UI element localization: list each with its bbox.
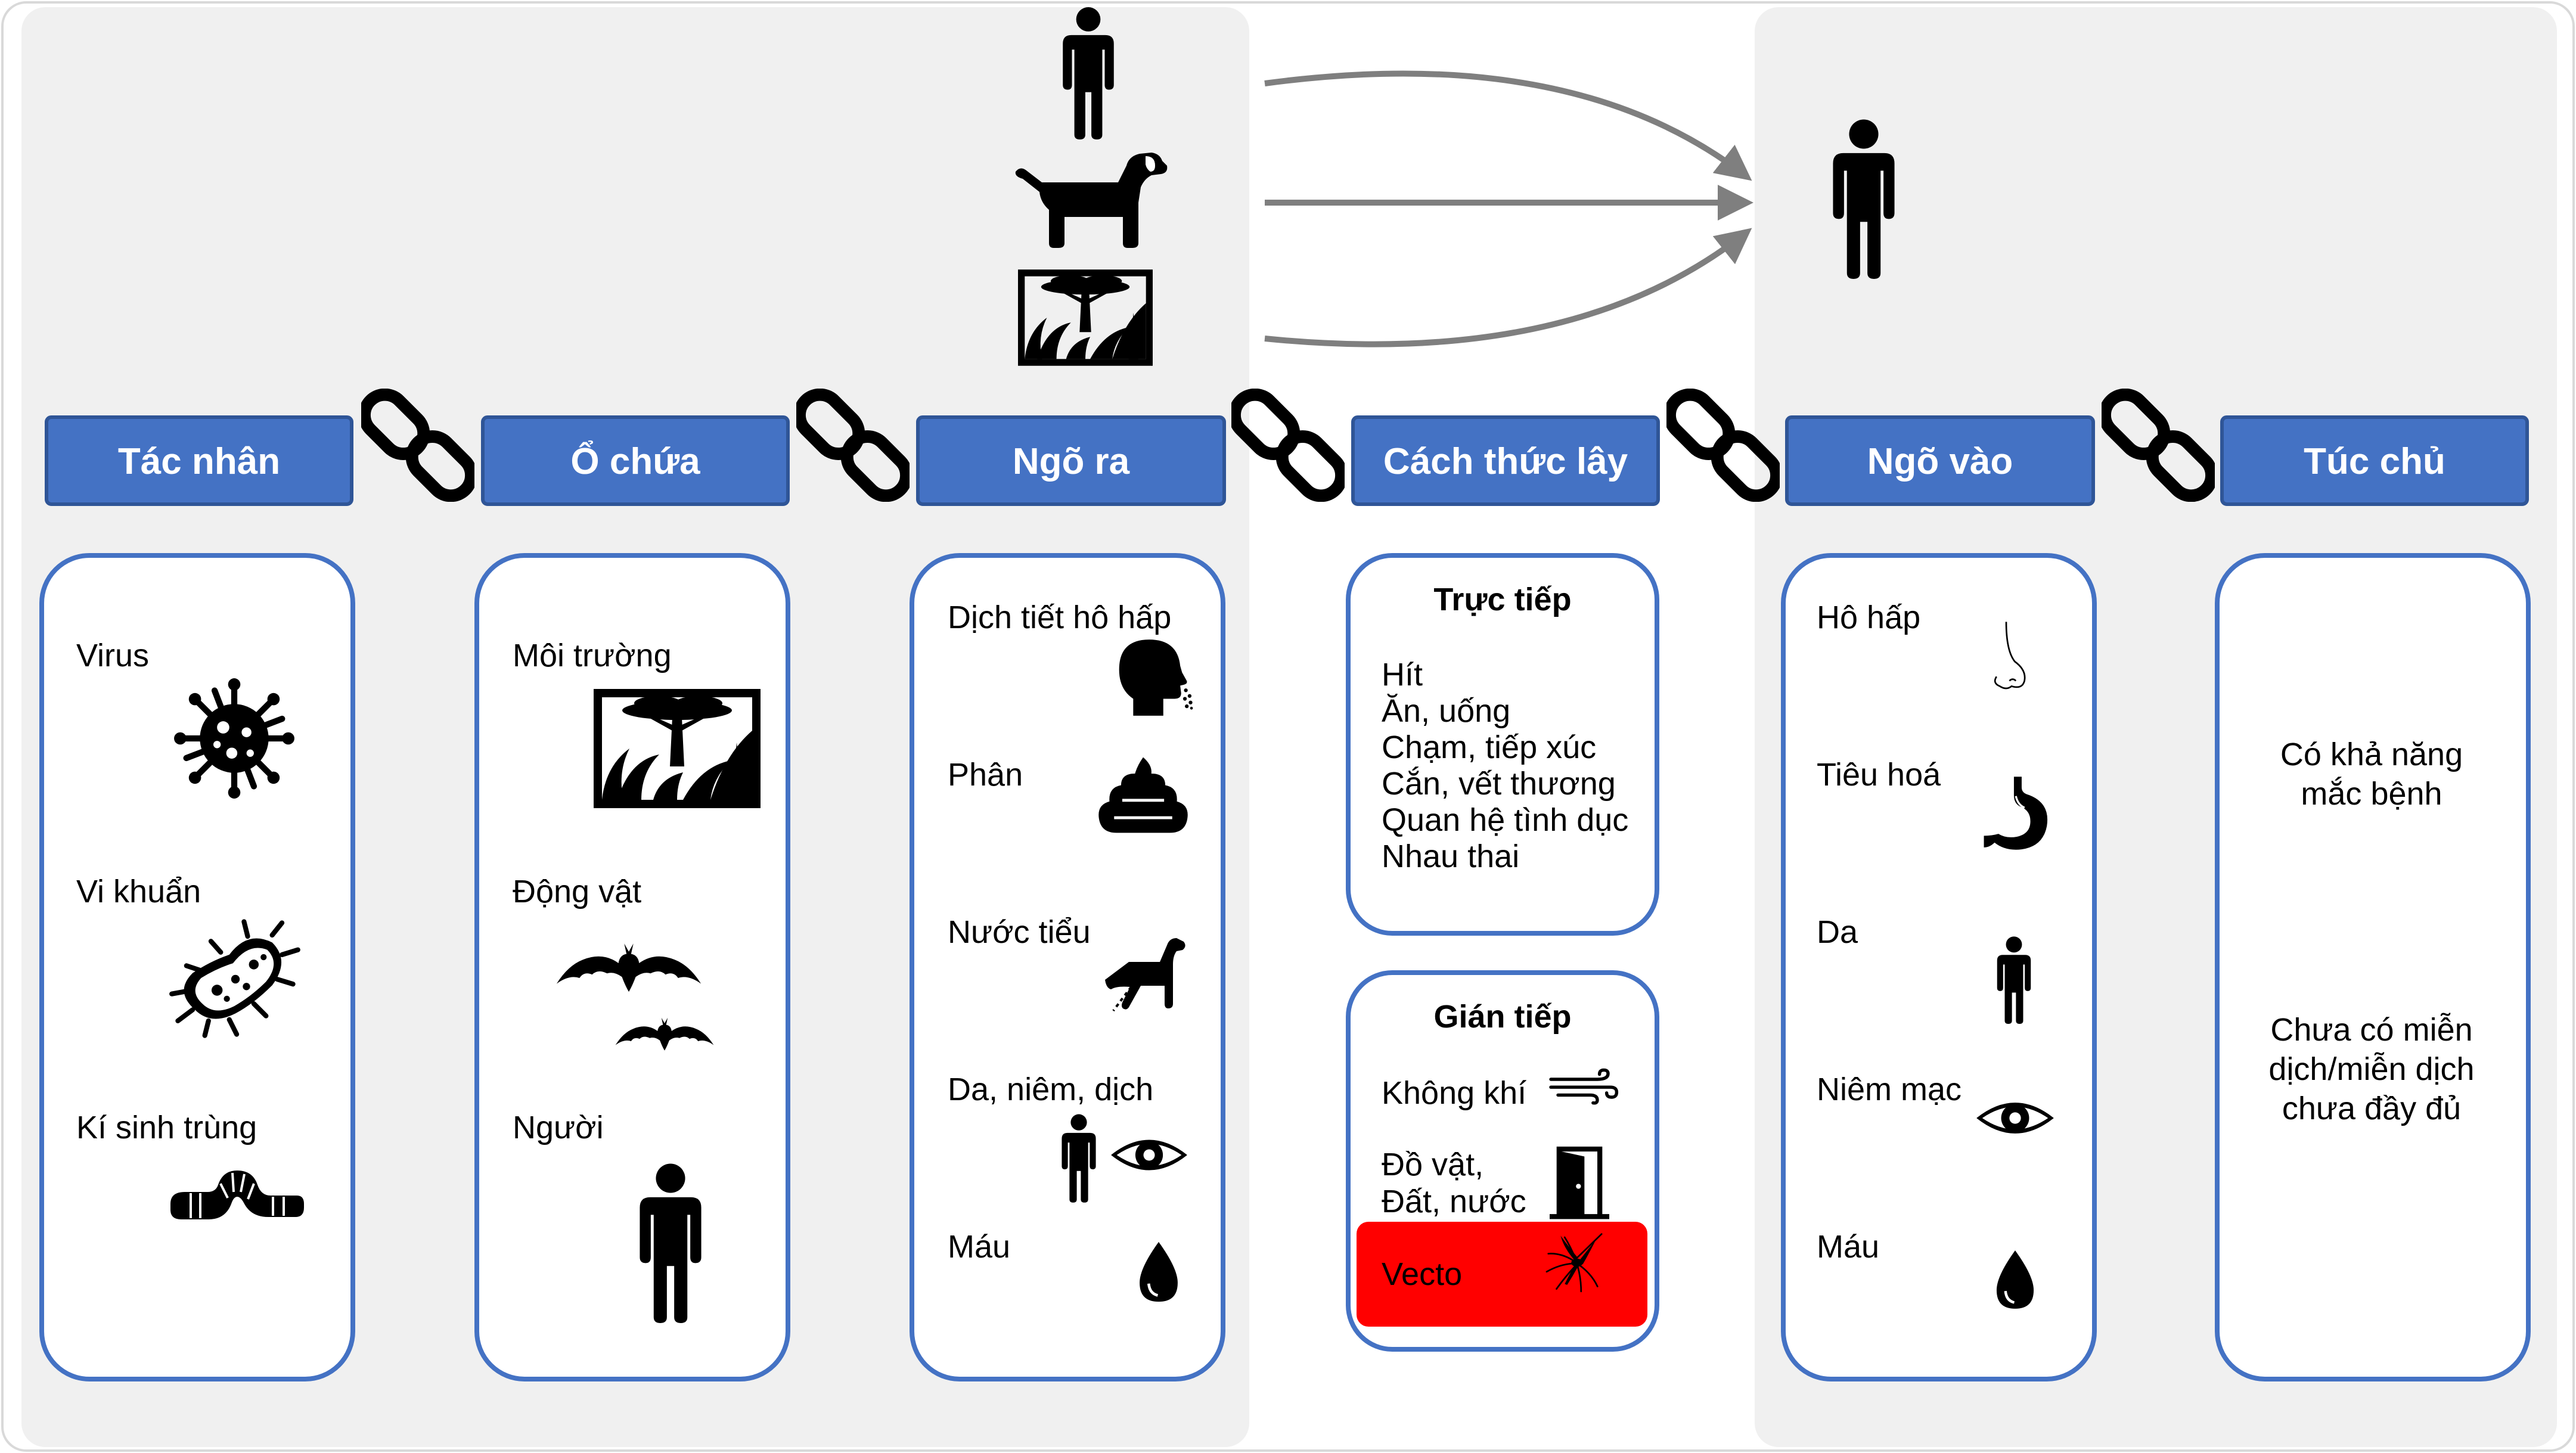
indirect-airborne-label: Không khí [1382,1075,1526,1111]
host-susceptible-line1: Có khả năng [2280,737,2463,772]
header-reservoir: Ổ chứa [481,415,790,506]
header-exit: Ngõ ra [916,415,1226,506]
indirect-vector-label: Vecto [1382,1256,1462,1292]
header-host-label: Túc chủ [2304,441,2445,482]
header-agent: Tác nhân [45,415,353,506]
entries-box [1781,553,2097,1381]
header-transmission-label: Cách thức lây [1383,441,1628,482]
indirect-soil-water-label: Đất, nước [1382,1184,1526,1219]
transmission-arrow-top [1264,70,1752,181]
exit-respiratory-label: Dịch tiết hô hấp [948,600,1171,635]
direct-item: Nhau thai [1382,839,1519,874]
virus-icon [174,678,294,799]
reservoir-human-label: Người [513,1110,604,1145]
entry-skin-label: Da [1817,914,1858,950]
transmission-arrow-bottom [1264,228,1752,347]
exit-feces-label: Phân [948,757,1023,793]
header-entry-label: Ngõ vào [1867,441,2013,482]
agent-bacteria-label: Vi khuẩn [76,874,201,909]
direct-item: Ăn, uống [1382,693,1510,729]
direct-title: Trực tiếp [1433,582,1571,617]
reservoir-environment-label: Môi trường [513,638,672,673]
agent-virus-label: Virus [76,638,149,673]
agent-parasite-label: Kí sinh trùng [76,1110,257,1145]
header-exit-label: Ngõ ra [1013,441,1130,482]
vector-highlight [1357,1222,1647,1327]
host-box [2215,553,2531,1381]
host-immunity-line3: chưa đầy đủ [2282,1091,2461,1126]
indirect-title: Gián tiếp [1433,999,1571,1035]
reservoir-animal-label: Động vật [513,874,641,909]
header-entry: Ngõ vào [1785,415,2095,506]
direct-item: Chạm, tiếp xúc [1382,729,1596,765]
header-agent-label: Tác nhân [118,441,280,482]
host-susceptible-line2: mắc bệnh [2301,776,2442,812]
direct-transmission-box [1346,553,1659,936]
host-immunity-line1: Chưa có miễn [2270,1012,2472,1048]
entry-digestive-label: Tiêu hoá [1817,757,1941,793]
direct-item: Cắn, vết thương [1382,766,1616,802]
indirect-objects-label: Đồ vật, [1382,1147,1483,1182]
host-immunity-line2: dịch/miễn dịch [2268,1051,2474,1087]
header-reservoir-label: Ổ chứa [570,440,700,482]
exit-urine-label: Nước tiểu [948,914,1091,950]
entry-blood-label: Máu [1817,1229,1879,1265]
direct-item: Quan hệ tình dục [1382,802,1628,838]
door-icon [1550,1146,1609,1219]
header-host: Túc chủ [2220,415,2529,506]
exit-skin-label: Da, niêm, dịch [948,1072,1153,1107]
header-transmission: Cách thức lây [1351,415,1660,506]
direct-item: Hít [1382,657,1423,693]
entry-respiratory-label: Hô hấp [1817,600,1920,635]
exit-blood-label: Máu [948,1229,1010,1265]
entry-mucosa-label: Niêm mạc [1817,1072,1962,1107]
